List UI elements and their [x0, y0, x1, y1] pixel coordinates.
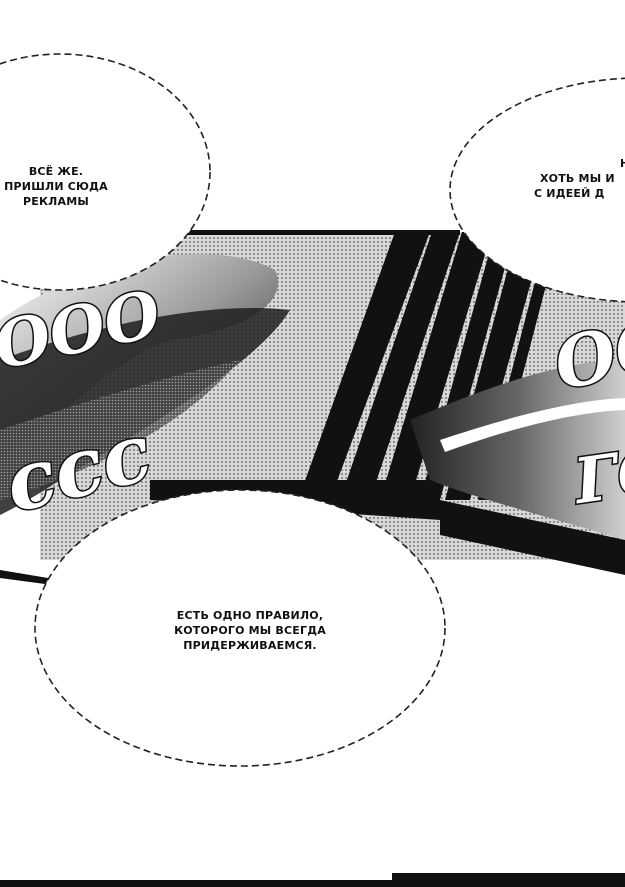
- page-bottom-edge: [0, 880, 625, 887]
- bubble-line: КОТОРОГО МЫ ВСЕГДА: [174, 624, 326, 637]
- bubble-line: ХОТЬ МЫ И: [540, 172, 615, 185]
- bubble-line: ВСЁ ЖЕ.: [28, 165, 84, 178]
- speech-bubble-top-left: [0, 53, 211, 291]
- page-bottom-edge-gap: [392, 873, 625, 880]
- speech-bubble-top-right: [449, 77, 625, 303]
- bubble-line: ЕСТЬ ОДНО ПРАВИЛО,: [176, 609, 324, 622]
- bubble-text-top-left: ВСЁ ЖЕ. ПРИШЛИ СЮДА РЕКЛАМЫ: [0, 164, 112, 209]
- bubble-line: ПРИДЕРЖИВАЕМСЯ.: [183, 639, 317, 652]
- bubble-text-top-right: Н ХОТЬ МЫ И С ИДЕЕЙ Д: [520, 156, 625, 201]
- speed-lines: [150, 232, 560, 520]
- action-panel: [0, 230, 625, 586]
- curved-form-right-rim: [440, 398, 625, 452]
- curved-form-left-highlight: [0, 360, 240, 500]
- speech-bubble-bottom: [34, 489, 446, 767]
- bubble-line: Н: [620, 157, 625, 170]
- bubble-line: С ИДЕЕЙ Д: [534, 187, 605, 200]
- curved-form-left: [0, 254, 279, 460]
- bubble-line: РЕКЛАМЫ: [23, 195, 89, 208]
- bubble-text-bottom: ЕСТЬ ОДНО ПРАВИЛО, КОТОРОГО МЫ ВСЕГДА ПР…: [140, 608, 360, 653]
- panel-top-border: [85, 230, 460, 235]
- right-dark-stripe: [440, 500, 625, 575]
- speech-bubbles: [0, 53, 625, 767]
- left-bottom-stroke: [0, 570, 60, 586]
- bubble-line: ПРИШЛИ СЮДА: [4, 180, 108, 193]
